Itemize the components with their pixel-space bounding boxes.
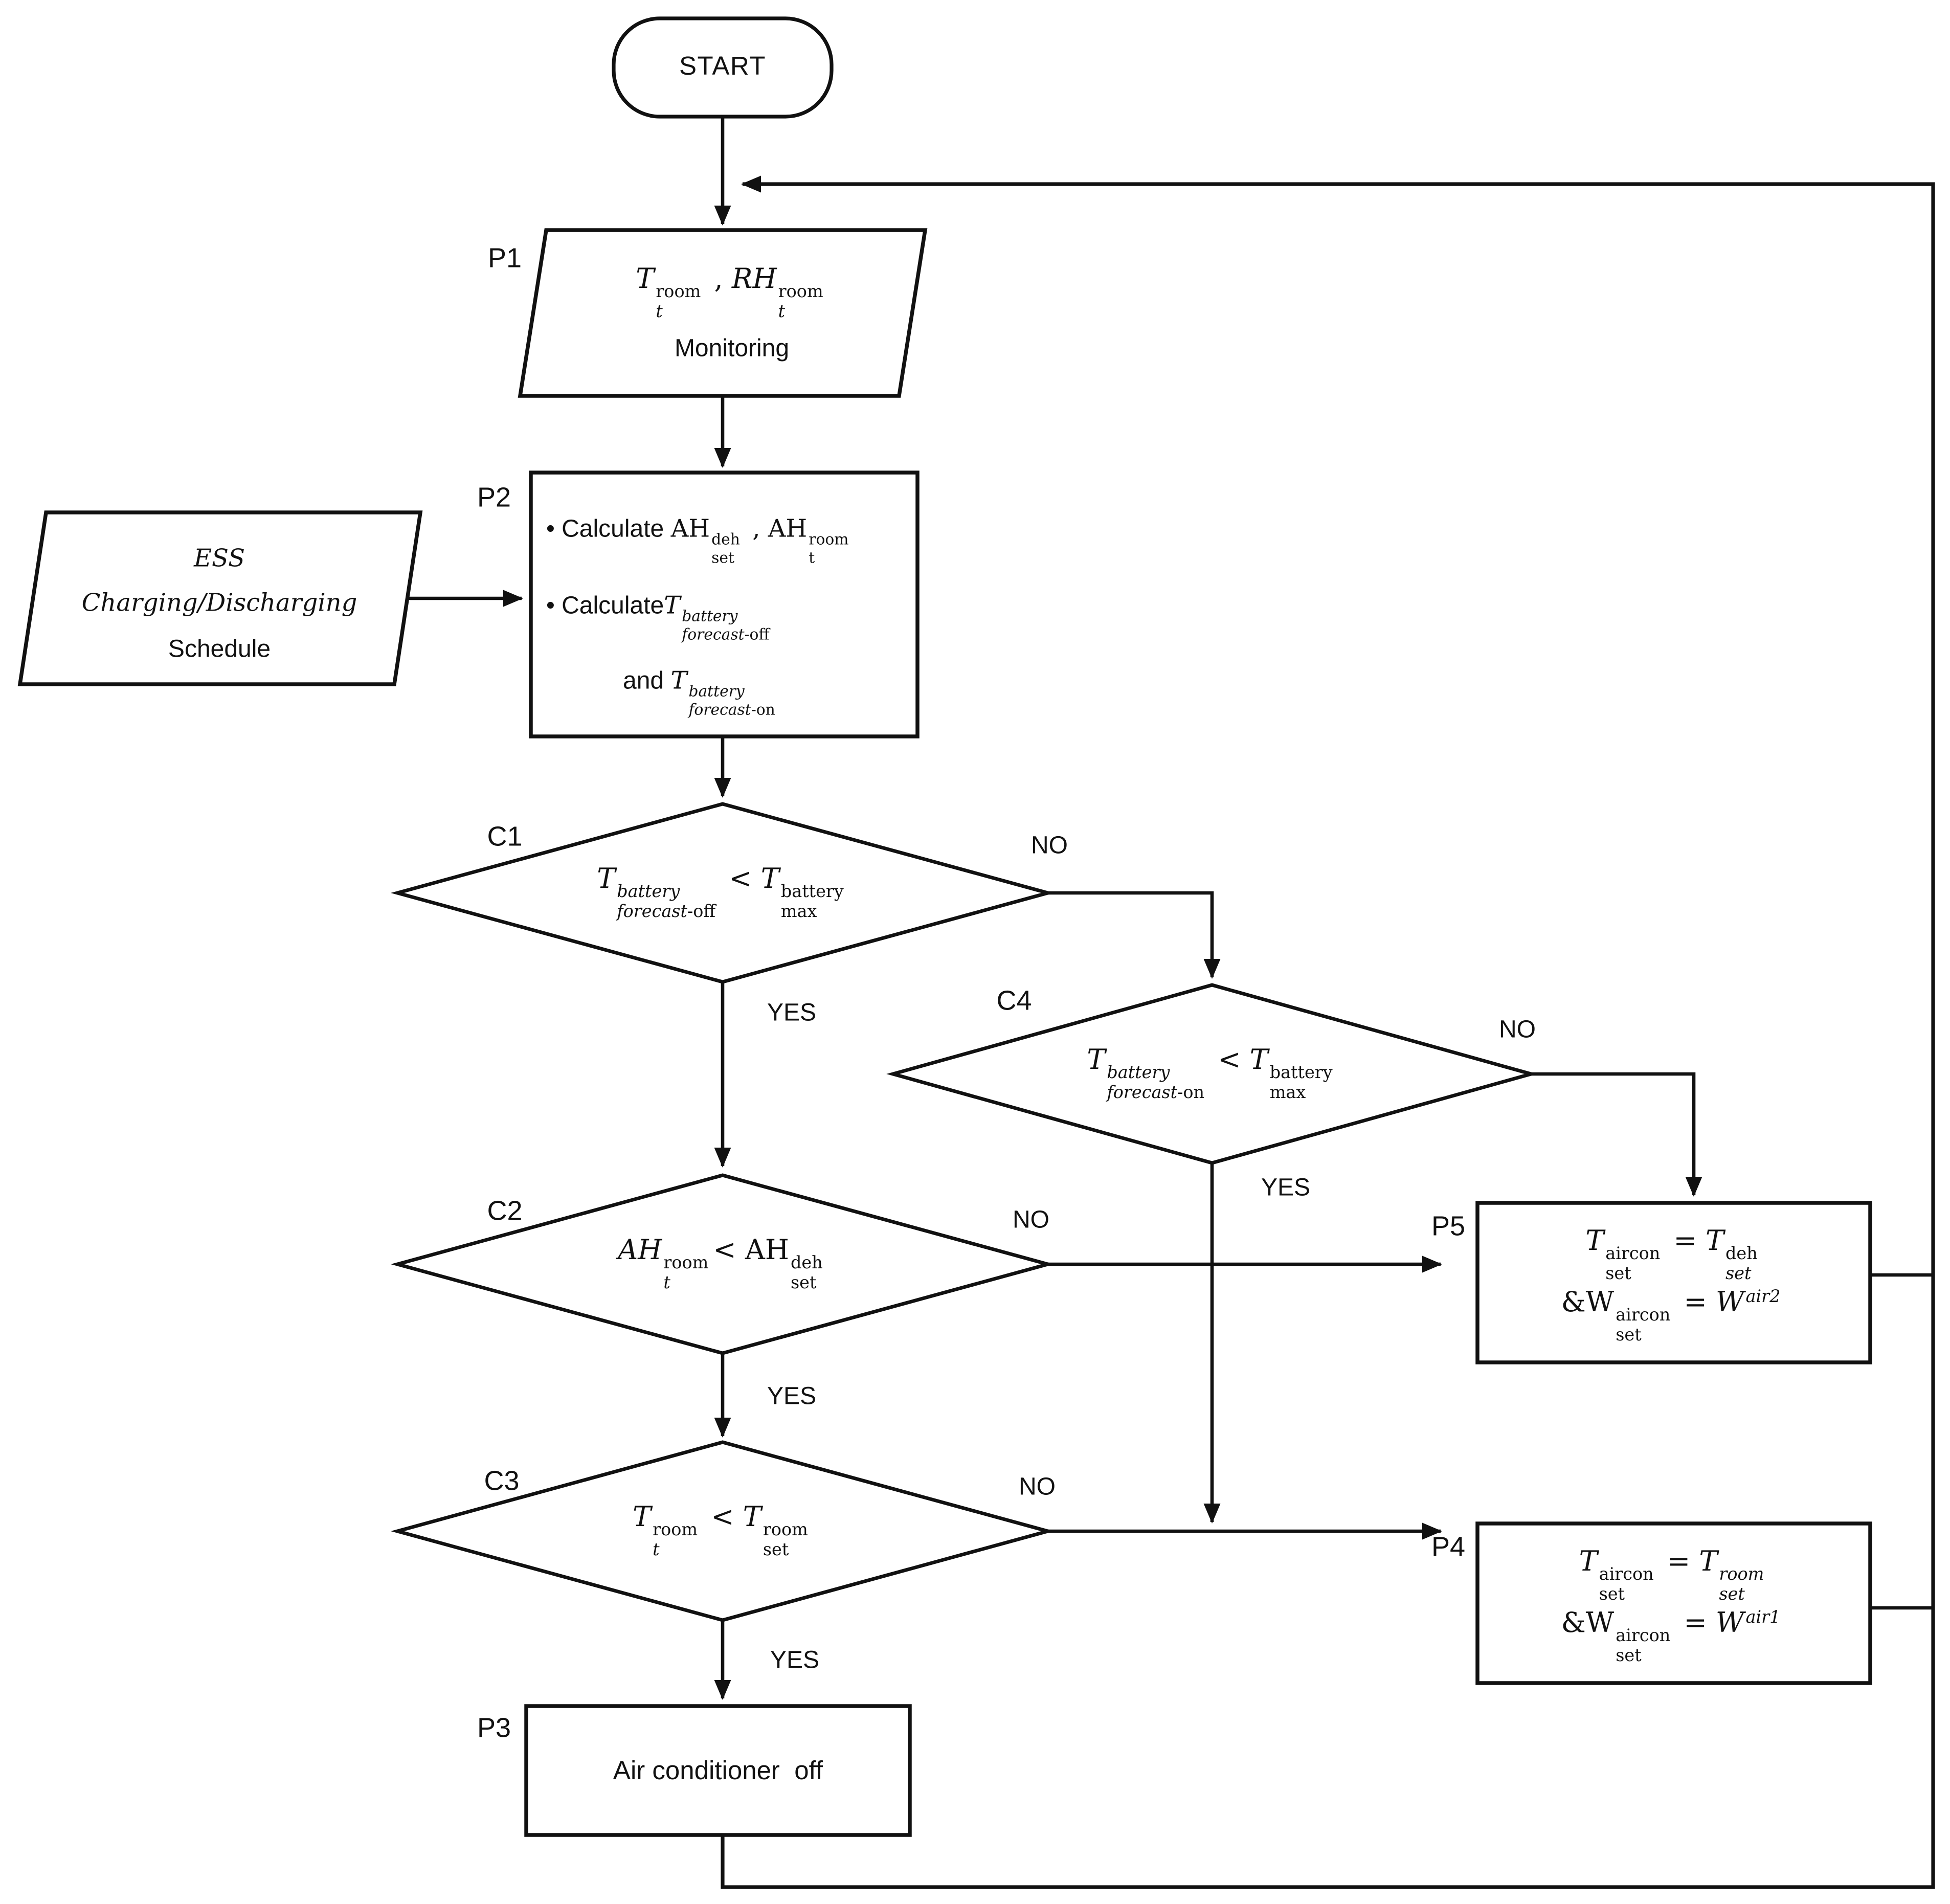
p2-process-box — [529, 471, 920, 738]
p5-tag: P5 — [1431, 1211, 1466, 1242]
c4-no-label: NO — [1499, 1017, 1536, 1044]
p1-monitoring-label: Monitoring — [674, 336, 790, 363]
c3-tag: C3 — [484, 1465, 520, 1496]
p1-io-parallelogram — [518, 228, 928, 398]
p5-process-box — [1475, 1201, 1872, 1364]
edge-c4-no — [1531, 1072, 1702, 1197]
p3-label: Air conditioner off — [613, 1756, 823, 1785]
c2-tag: C2 — [487, 1195, 523, 1226]
p3-tag: P3 — [477, 1712, 511, 1743]
c2-yes-label: YES — [767, 1384, 817, 1410]
c2-decision-diamond — [390, 1173, 1055, 1355]
ess-line-2: Charging/Discharging — [81, 588, 357, 617]
ess-line-3: Schedule — [168, 637, 271, 663]
edge-c1-no — [1048, 891, 1221, 979]
p4-process-box — [1475, 1521, 1872, 1685]
start-terminator — [612, 16, 834, 119]
edge-return-loop — [721, 175, 1935, 1889]
c3-yes-label: YES — [770, 1648, 820, 1674]
ess-line-1: ESS — [194, 543, 245, 573]
ess-io-parallelogram — [17, 510, 423, 686]
c1-decision-diamond — [390, 802, 1055, 984]
p2-tag: P2 — [477, 482, 511, 513]
c3-decision-diamond — [390, 1440, 1055, 1622]
c1-no-label: NO — [1031, 833, 1068, 860]
c4-yes-label: YES — [1261, 1175, 1311, 1202]
p3-process-box — [524, 1704, 912, 1837]
c1-yes-label: YES — [767, 1000, 817, 1027]
c4-decision-diamond — [886, 983, 1538, 1165]
c3-no-label: NO — [1019, 1474, 1056, 1501]
c4-tag: C4 — [996, 985, 1032, 1016]
start-label: START — [679, 51, 766, 81]
p4-tag: P4 — [1431, 1531, 1466, 1562]
c2-no-label: NO — [1013, 1207, 1049, 1234]
c1-tag: C1 — [487, 821, 523, 852]
p1-tag: P1 — [487, 242, 522, 274]
